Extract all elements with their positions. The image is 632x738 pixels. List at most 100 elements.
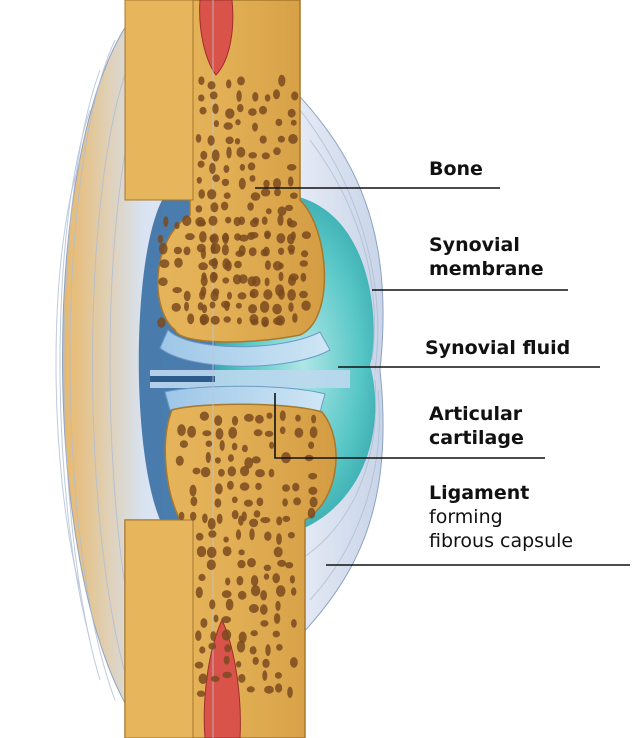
- label-articular-cartilage-line2: cartilage: [429, 426, 524, 450]
- trabecular-pore: [212, 104, 218, 115]
- trabecular-pore: [257, 498, 264, 507]
- trabecular-pore: [238, 674, 245, 683]
- trabecular-pore: [252, 92, 258, 102]
- trabecular-pore: [209, 259, 218, 266]
- trabecular-pore: [282, 516, 290, 522]
- trabecular-pore: [278, 206, 287, 215]
- trabecular-pore: [196, 134, 202, 143]
- trabecular-pore: [264, 686, 274, 694]
- trabecular-pore: [251, 630, 258, 636]
- trabecular-pore: [235, 250, 244, 257]
- trabecular-pore: [208, 81, 216, 89]
- trabecular-pore: [276, 585, 286, 597]
- trabecular-pore: [208, 518, 216, 530]
- trabecular-pore: [288, 302, 293, 312]
- trabecular-pore: [250, 646, 257, 654]
- trabecular-pore: [210, 631, 216, 641]
- trabecular-pore: [216, 428, 224, 439]
- trabecular-pore: [254, 510, 261, 517]
- trabecular-pore: [249, 247, 257, 256]
- trabecular-pore: [158, 277, 167, 286]
- trabecular-pore: [232, 443, 238, 451]
- trabecular-pore: [273, 89, 280, 99]
- trabecular-pore: [285, 205, 293, 211]
- trabecular-pore: [287, 289, 296, 301]
- trabecular-pore: [292, 483, 299, 492]
- trabecular-pore: [291, 91, 298, 100]
- trabecular-pore: [182, 215, 191, 226]
- trabecular-pore: [238, 292, 247, 299]
- trabecular-pore: [248, 162, 256, 170]
- trabecular-pore: [261, 189, 270, 197]
- trabecular-pore: [236, 90, 241, 102]
- trabecular-pore: [274, 188, 281, 196]
- trabecular-pore: [310, 427, 318, 439]
- trabecular-pore: [210, 302, 216, 309]
- trabecular-pore: [266, 208, 272, 214]
- lower-shaft-outer: [125, 520, 193, 738]
- trabecular-pore: [262, 152, 270, 159]
- label-bone: Bone: [429, 157, 483, 181]
- trabecular-pore: [199, 646, 205, 653]
- trabecular-pore: [288, 220, 297, 227]
- trabecular-pore: [222, 629, 231, 640]
- trabecular-pore: [244, 414, 254, 422]
- trabecular-pore: [224, 122, 233, 129]
- trabecular-pore: [290, 575, 295, 583]
- trabecular-pore: [177, 424, 186, 436]
- trabecular-pore: [184, 247, 191, 256]
- trabecular-pore: [265, 232, 271, 239]
- trabecular-pore: [198, 574, 205, 581]
- trabecular-pore: [287, 687, 293, 698]
- trabecular-pore: [261, 249, 268, 256]
- trabecular-pore: [240, 482, 250, 490]
- trabecular-pore: [197, 546, 206, 557]
- trabecular-pore: [260, 604, 268, 615]
- label-ligament: Ligament forming fibrous capsule: [429, 481, 573, 553]
- trabecular-pore: [218, 469, 225, 477]
- trabecular-pore: [235, 138, 240, 144]
- trabecular-pore: [199, 674, 208, 685]
- trabecular-pore: [277, 233, 286, 243]
- trabecular-pore: [278, 75, 285, 87]
- trabecular-pore: [301, 250, 308, 257]
- trabecular-pore: [263, 180, 269, 188]
- trabecular-pore: [260, 517, 270, 523]
- trabecular-pore: [239, 274, 248, 283]
- trabecular-pore: [232, 497, 238, 504]
- trabecular-pore: [207, 547, 217, 558]
- trabecular-pore: [224, 165, 230, 173]
- trabecular-pore: [260, 301, 269, 313]
- trabecular-pore: [222, 590, 232, 598]
- trabecular-pore: [222, 233, 228, 245]
- trabecular-pore: [198, 220, 206, 227]
- trabecular-pore: [232, 510, 239, 519]
- trabecular-pore: [206, 441, 213, 447]
- trabecular-pore: [197, 177, 202, 184]
- trabecular-pore: [180, 440, 188, 448]
- trabecular-pore: [158, 235, 163, 244]
- trabecular-pore: [295, 428, 304, 438]
- trabecular-pore: [264, 573, 269, 579]
- trabecular-pore: [265, 94, 271, 101]
- trabecular-pore: [255, 415, 264, 424]
- trabecular-pore: [224, 656, 230, 665]
- trabecular-pore: [199, 107, 206, 115]
- trabecular-pore: [267, 413, 273, 419]
- trabecular-pore: [262, 217, 268, 225]
- trabecular-pore: [276, 533, 282, 545]
- trabecular-pore: [227, 481, 234, 490]
- trabecular-pore: [225, 578, 230, 586]
- trabecular-pore: [228, 466, 236, 476]
- trabecular-pore: [240, 466, 249, 476]
- trabecular-pore: [265, 644, 270, 656]
- trabecular-pore: [249, 519, 258, 528]
- trabecular-pore: [263, 289, 272, 299]
- trabecular-pore: [222, 258, 230, 269]
- trabecular-pore: [272, 573, 280, 583]
- trabecular-pore: [197, 691, 205, 697]
- trabecular-pore: [276, 644, 283, 651]
- trabecular-pore: [260, 136, 267, 144]
- trabecular-pore: [191, 497, 198, 507]
- trabecular-pore: [174, 222, 179, 229]
